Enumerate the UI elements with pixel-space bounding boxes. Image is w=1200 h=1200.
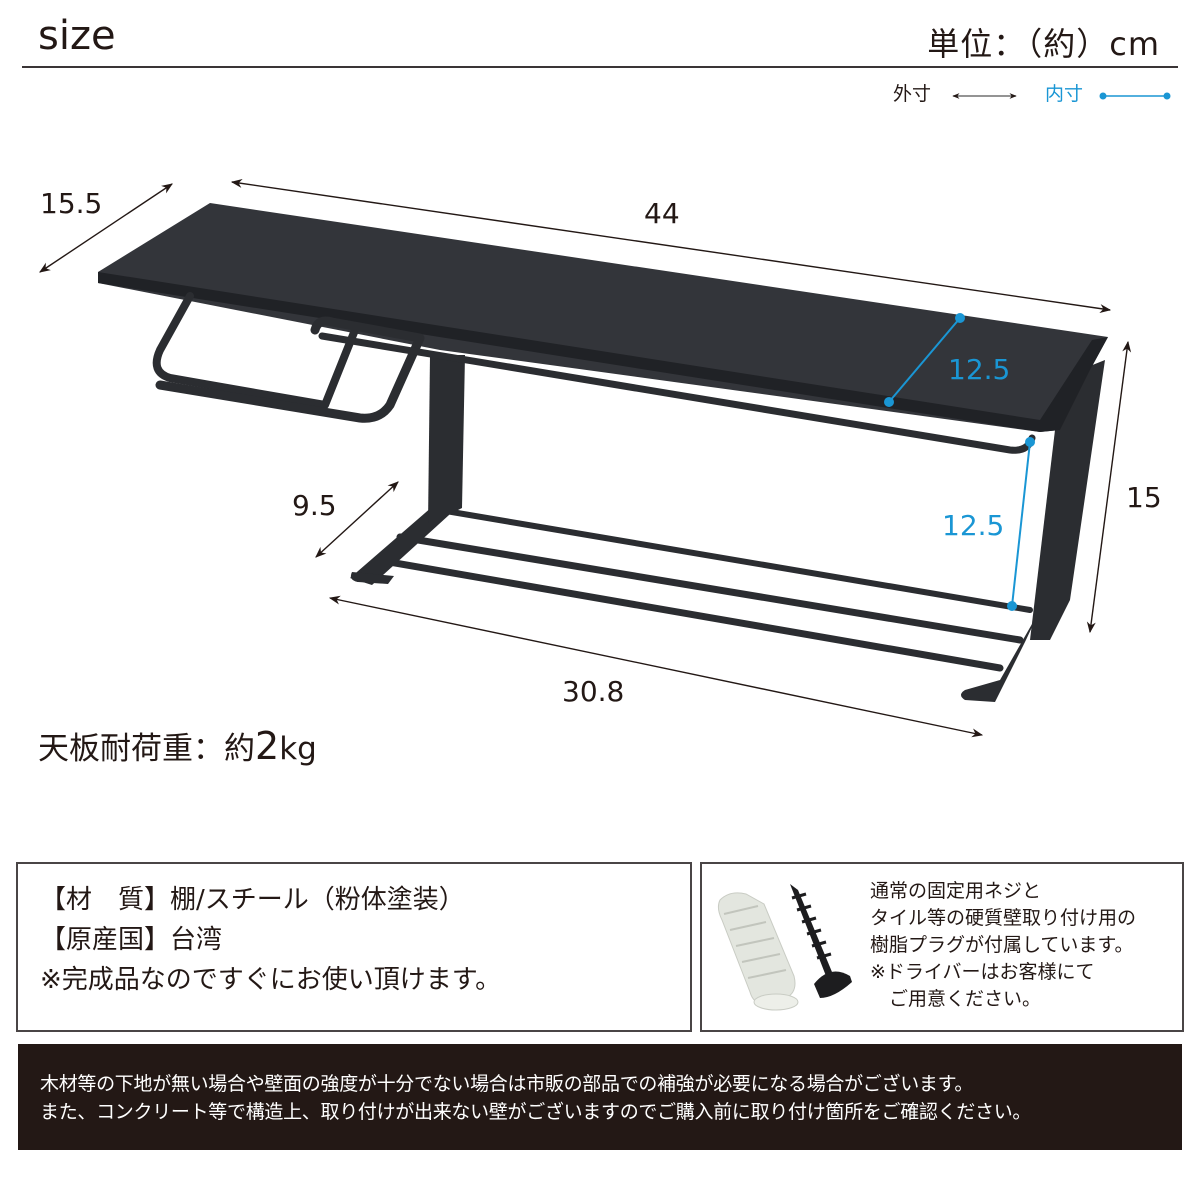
paper-holder-bar (152, 292, 425, 423)
dim-bottom-width: 30.8 (562, 675, 625, 708)
spec-note: ※完成品なのですぐにお使い頂けます。 (40, 965, 502, 995)
product-diagram (39, 92, 1171, 738)
load-value: 2 (255, 724, 280, 768)
header-divider (22, 66, 1178, 68)
dim-inner-clearance: 12.5 (942, 509, 1005, 542)
load-unit: kg (279, 731, 317, 767)
legend-inner-label: 内寸 (1045, 83, 1084, 105)
dim-top-width: 44 (644, 197, 680, 230)
included-parts-box: 通常の固定用ネジと タイル等の硬質壁取り付け用の 樹脂プラグが付属しています。 … (700, 862, 1184, 1032)
spec-box: 【材 質】棚/スチール（粉体塗装） 【原産国】台湾 ※完成品なのですぐにお使い頂… (16, 862, 692, 1032)
spec-origin: 【原産国】台湾 (40, 925, 223, 955)
parts-line: ご用意ください。 (870, 988, 1042, 1010)
dim-inner-shelf-depth: 12.5 (948, 353, 1011, 386)
dimension-arrows (39, 179, 1132, 738)
wall-plug-icon (717, 892, 799, 1011)
parts-line: タイル等の硬質壁取り付け用の (870, 907, 1137, 929)
hardware-illustration (717, 884, 852, 1011)
parts-line: ※ドライバーはお客様にて (870, 961, 1095, 983)
unit-label: 単位：（約）cm (927, 25, 1160, 63)
dim-bottom-depth: 9.5 (292, 489, 337, 522)
spec-material: 【材 質】棚/スチール（粉体塗装） (40, 885, 465, 915)
dim-height: 15 (1126, 481, 1162, 514)
legend-inner-line-icon (1099, 92, 1171, 100)
installation-notice: 木材等の下地が無い場合や壁面の強度が十分でない場合は市販の部品での補強が必要にな… (18, 1044, 1182, 1150)
load-capacity: 天板耐荷重：約2kg (38, 726, 317, 769)
side-brackets (428, 355, 1105, 640)
parts-line: 通常の固定用ネジと (870, 880, 1042, 902)
parts-description: 通常の固定用ネジと タイル等の硬質壁取り付け用の 樹脂プラグが付属しています。 … (870, 878, 1136, 1013)
page-title: size (38, 13, 116, 59)
load-label: 天板耐荷重：約 (38, 731, 255, 767)
notice-line-2: また、コンクリート等で構造上、取り付けが出来ない壁がございますのでご購入前に取り… (40, 1101, 1032, 1123)
dim-top-depth: 15.5 (40, 187, 103, 220)
screw-icon (790, 884, 852, 998)
parts-line: 樹脂プラグが付属しています。 (870, 934, 1134, 956)
notice-line-1: 木材等の下地が無い場合や壁面の強度が十分でない場合は市販の部品での補強が必要にな… (40, 1073, 974, 1095)
inner-dimension-lines (884, 313, 1035, 611)
legend-outer-label: 外寸 (893, 83, 932, 105)
bottom-towel-rack (350, 500, 1040, 702)
